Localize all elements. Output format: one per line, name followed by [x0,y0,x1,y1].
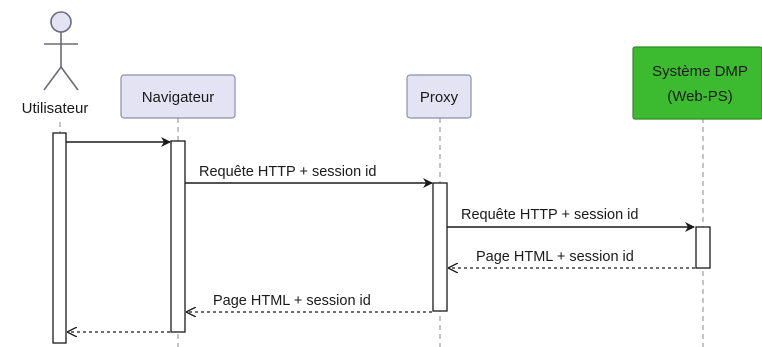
activation-utilisateur [52,132,67,344]
participant-proxy-label: Proxy [420,89,459,106]
message-label-page-1: Page HTML + session id [476,249,634,265]
participant-navigateur-label: Navigateur [142,89,215,106]
participant-systeme-dmp: Système DMP (Web-PS) [632,46,762,120]
participant-proxy: Proxy [406,74,472,119]
message-label-page-2: Page HTML + session id [213,293,371,309]
activation-proxy [432,182,448,312]
message-label-requete-2: Requête HTTP + session id [461,207,638,223]
activation-navigateur [170,140,186,333]
actor-label: Utilisateur [22,100,89,117]
participant-navigateur: Navigateur [120,74,236,119]
activation-systeme-dmp [695,226,711,269]
message-label-requete-1: Requête HTTP + session id [199,164,376,180]
participant-dmp-label-line1: Système DMP [652,63,748,80]
actor-utilisateur: Utilisateur [22,11,89,117]
actor-head-icon [50,11,72,33]
participant-dmp-label-line2: (Web-PS) [667,88,733,105]
